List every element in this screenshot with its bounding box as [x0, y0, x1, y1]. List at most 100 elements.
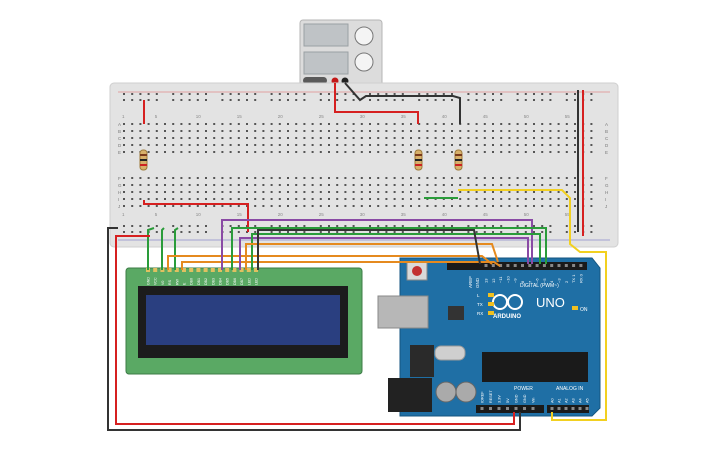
lcd-pin[interactable]: [246, 268, 251, 272]
lcd-pin[interactable]: [189, 268, 194, 272]
lcd-pin[interactable]: [196, 268, 201, 272]
digital-pin[interactable]: [528, 264, 532, 267]
analog-pin[interactable]: [578, 407, 582, 410]
current-knob[interactable]: [354, 52, 374, 72]
hole: [483, 177, 486, 179]
lcd-pin[interactable]: [210, 268, 215, 272]
power-pin[interactable]: [489, 407, 492, 410]
lcd-pin[interactable]: [232, 268, 237, 272]
resistor-1[interactable]: [139, 149, 148, 171]
digital-pin[interactable]: [535, 264, 539, 267]
rail-hole: [303, 231, 306, 233]
rail-hole: [565, 231, 568, 233]
digital-pin[interactable]: [579, 264, 583, 267]
lcd-pin[interactable]: [203, 268, 208, 272]
hole: [237, 137, 240, 139]
power-pin-label: 3.3V: [498, 395, 502, 403]
power-pin[interactable]: [514, 407, 518, 410]
lcd-pin-label: DB0: [190, 278, 194, 285]
lcd-pin-label: DB5: [226, 278, 230, 285]
analog-pin[interactable]: [557, 407, 561, 410]
hole: [385, 130, 388, 132]
hole: [410, 137, 412, 139]
hole: [123, 184, 125, 186]
digital-pin[interactable]: [542, 264, 546, 267]
analog-header: [547, 405, 589, 413]
power-pin[interactable]: [497, 407, 501, 410]
rail-hole: [246, 99, 248, 101]
hole: [500, 198, 503, 200]
digital-pin[interactable]: [557, 264, 561, 267]
lcd-pin[interactable]: [254, 268, 258, 272]
rail-hole: [196, 231, 199, 233]
hole: [467, 191, 470, 193]
lcd-pin[interactable]: [225, 268, 230, 272]
hole: [278, 151, 281, 153]
rail-hole: [287, 225, 289, 227]
hole: [131, 137, 134, 139]
hole: [336, 191, 339, 193]
hole: [549, 198, 552, 200]
rail-hole: [541, 225, 544, 227]
rail-hole: [385, 93, 388, 95]
hole: [492, 151, 494, 153]
digital-pin[interactable]: [499, 264, 503, 267]
resistor-2[interactable]: [414, 149, 423, 171]
hole: [229, 191, 232, 193]
digital-pin[interactable]: [550, 264, 554, 267]
rail-hole: [418, 225, 421, 227]
rail-hole: [418, 93, 421, 95]
hole: [352, 151, 355, 153]
digital-pin[interactable]: [572, 264, 576, 267]
hole: [262, 177, 265, 179]
hole: [590, 198, 593, 200]
analog-pin[interactable]: [585, 407, 589, 410]
rail-hole: [229, 231, 232, 233]
hole: [410, 184, 412, 186]
digital-pin[interactable]: [564, 264, 568, 267]
lcd-pin[interactable]: [218, 268, 222, 272]
lcd-pin[interactable]: [167, 268, 172, 272]
digital-pin[interactable]: [521, 264, 524, 267]
digital-pin[interactable]: [491, 264, 495, 267]
hole: [262, 130, 265, 132]
power-supply[interactable]: [299, 19, 383, 87]
resistor-3[interactable]: [454, 149, 463, 171]
power-pin[interactable]: [480, 407, 484, 410]
digital-pin[interactable]: [484, 264, 488, 267]
analog-pin[interactable]: [564, 407, 568, 410]
hole: [590, 205, 593, 207]
hole: [524, 144, 527, 146]
power-pin[interactable]: [523, 407, 526, 410]
power-pin[interactable]: [506, 407, 509, 410]
lcd-pin[interactable]: [153, 268, 158, 272]
hole: [533, 177, 535, 179]
power-pin[interactable]: [531, 407, 535, 410]
digital-pin[interactable]: [506, 264, 510, 267]
hole: [418, 198, 421, 200]
lcd-pin[interactable]: [174, 268, 179, 272]
wire-green-4: [231, 227, 547, 270]
hole: [459, 184, 462, 186]
rail-hole: [196, 99, 199, 101]
analog-pin[interactable]: [550, 407, 554, 410]
hole: [147, 144, 150, 146]
lcd-pin[interactable]: [182, 268, 186, 272]
voltage-knob[interactable]: [354, 26, 374, 46]
hole: [483, 151, 486, 153]
hole: [516, 130, 519, 132]
hole: [278, 198, 281, 200]
rail-hole: [393, 225, 396, 227]
rail-hole: [442, 225, 445, 227]
lcd-pin[interactable]: [239, 268, 244, 272]
analog-pin[interactable]: [571, 407, 575, 410]
digital-pin[interactable]: [513, 264, 517, 267]
rail-hole: [590, 225, 593, 227]
hole: [410, 205, 412, 207]
hole: [549, 205, 552, 207]
hole: [319, 177, 322, 179]
